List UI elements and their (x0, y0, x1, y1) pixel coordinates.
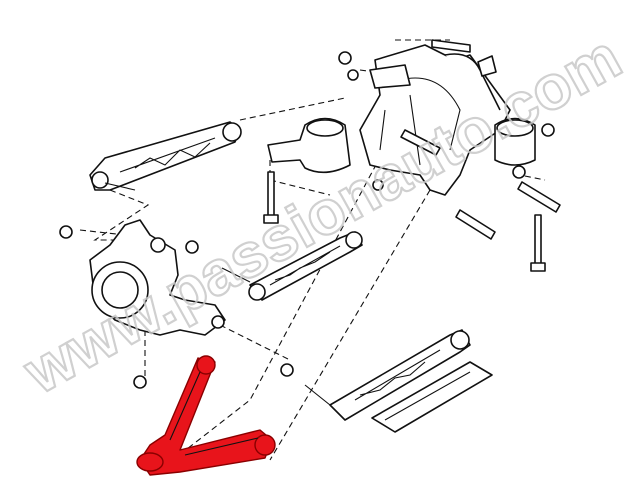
bolt (263, 171, 279, 224)
bolt (530, 214, 546, 272)
rear-subframe (359, 44, 511, 196)
bolt (455, 209, 496, 240)
bolt (517, 181, 561, 213)
bolt (431, 39, 471, 53)
nut (280, 363, 294, 377)
nut (512, 165, 526, 179)
nut (372, 179, 384, 191)
trailing-link (304, 329, 493, 433)
lower-control-arm-highlighted (136, 355, 276, 476)
nut (541, 123, 555, 137)
fasteners (59, 39, 561, 389)
subframe-mount-left (267, 117, 351, 174)
nut (133, 375, 147, 389)
wheel-carrier (89, 219, 226, 336)
nut (59, 225, 73, 239)
upper-control-arm-rear (89, 121, 242, 191)
clip (477, 55, 497, 77)
nut (347, 69, 359, 81)
subframe-mount-right (494, 117, 536, 166)
nut (185, 240, 199, 254)
bolt (400, 129, 441, 156)
upper-control-arm-front (221, 231, 363, 301)
nut (338, 51, 352, 65)
